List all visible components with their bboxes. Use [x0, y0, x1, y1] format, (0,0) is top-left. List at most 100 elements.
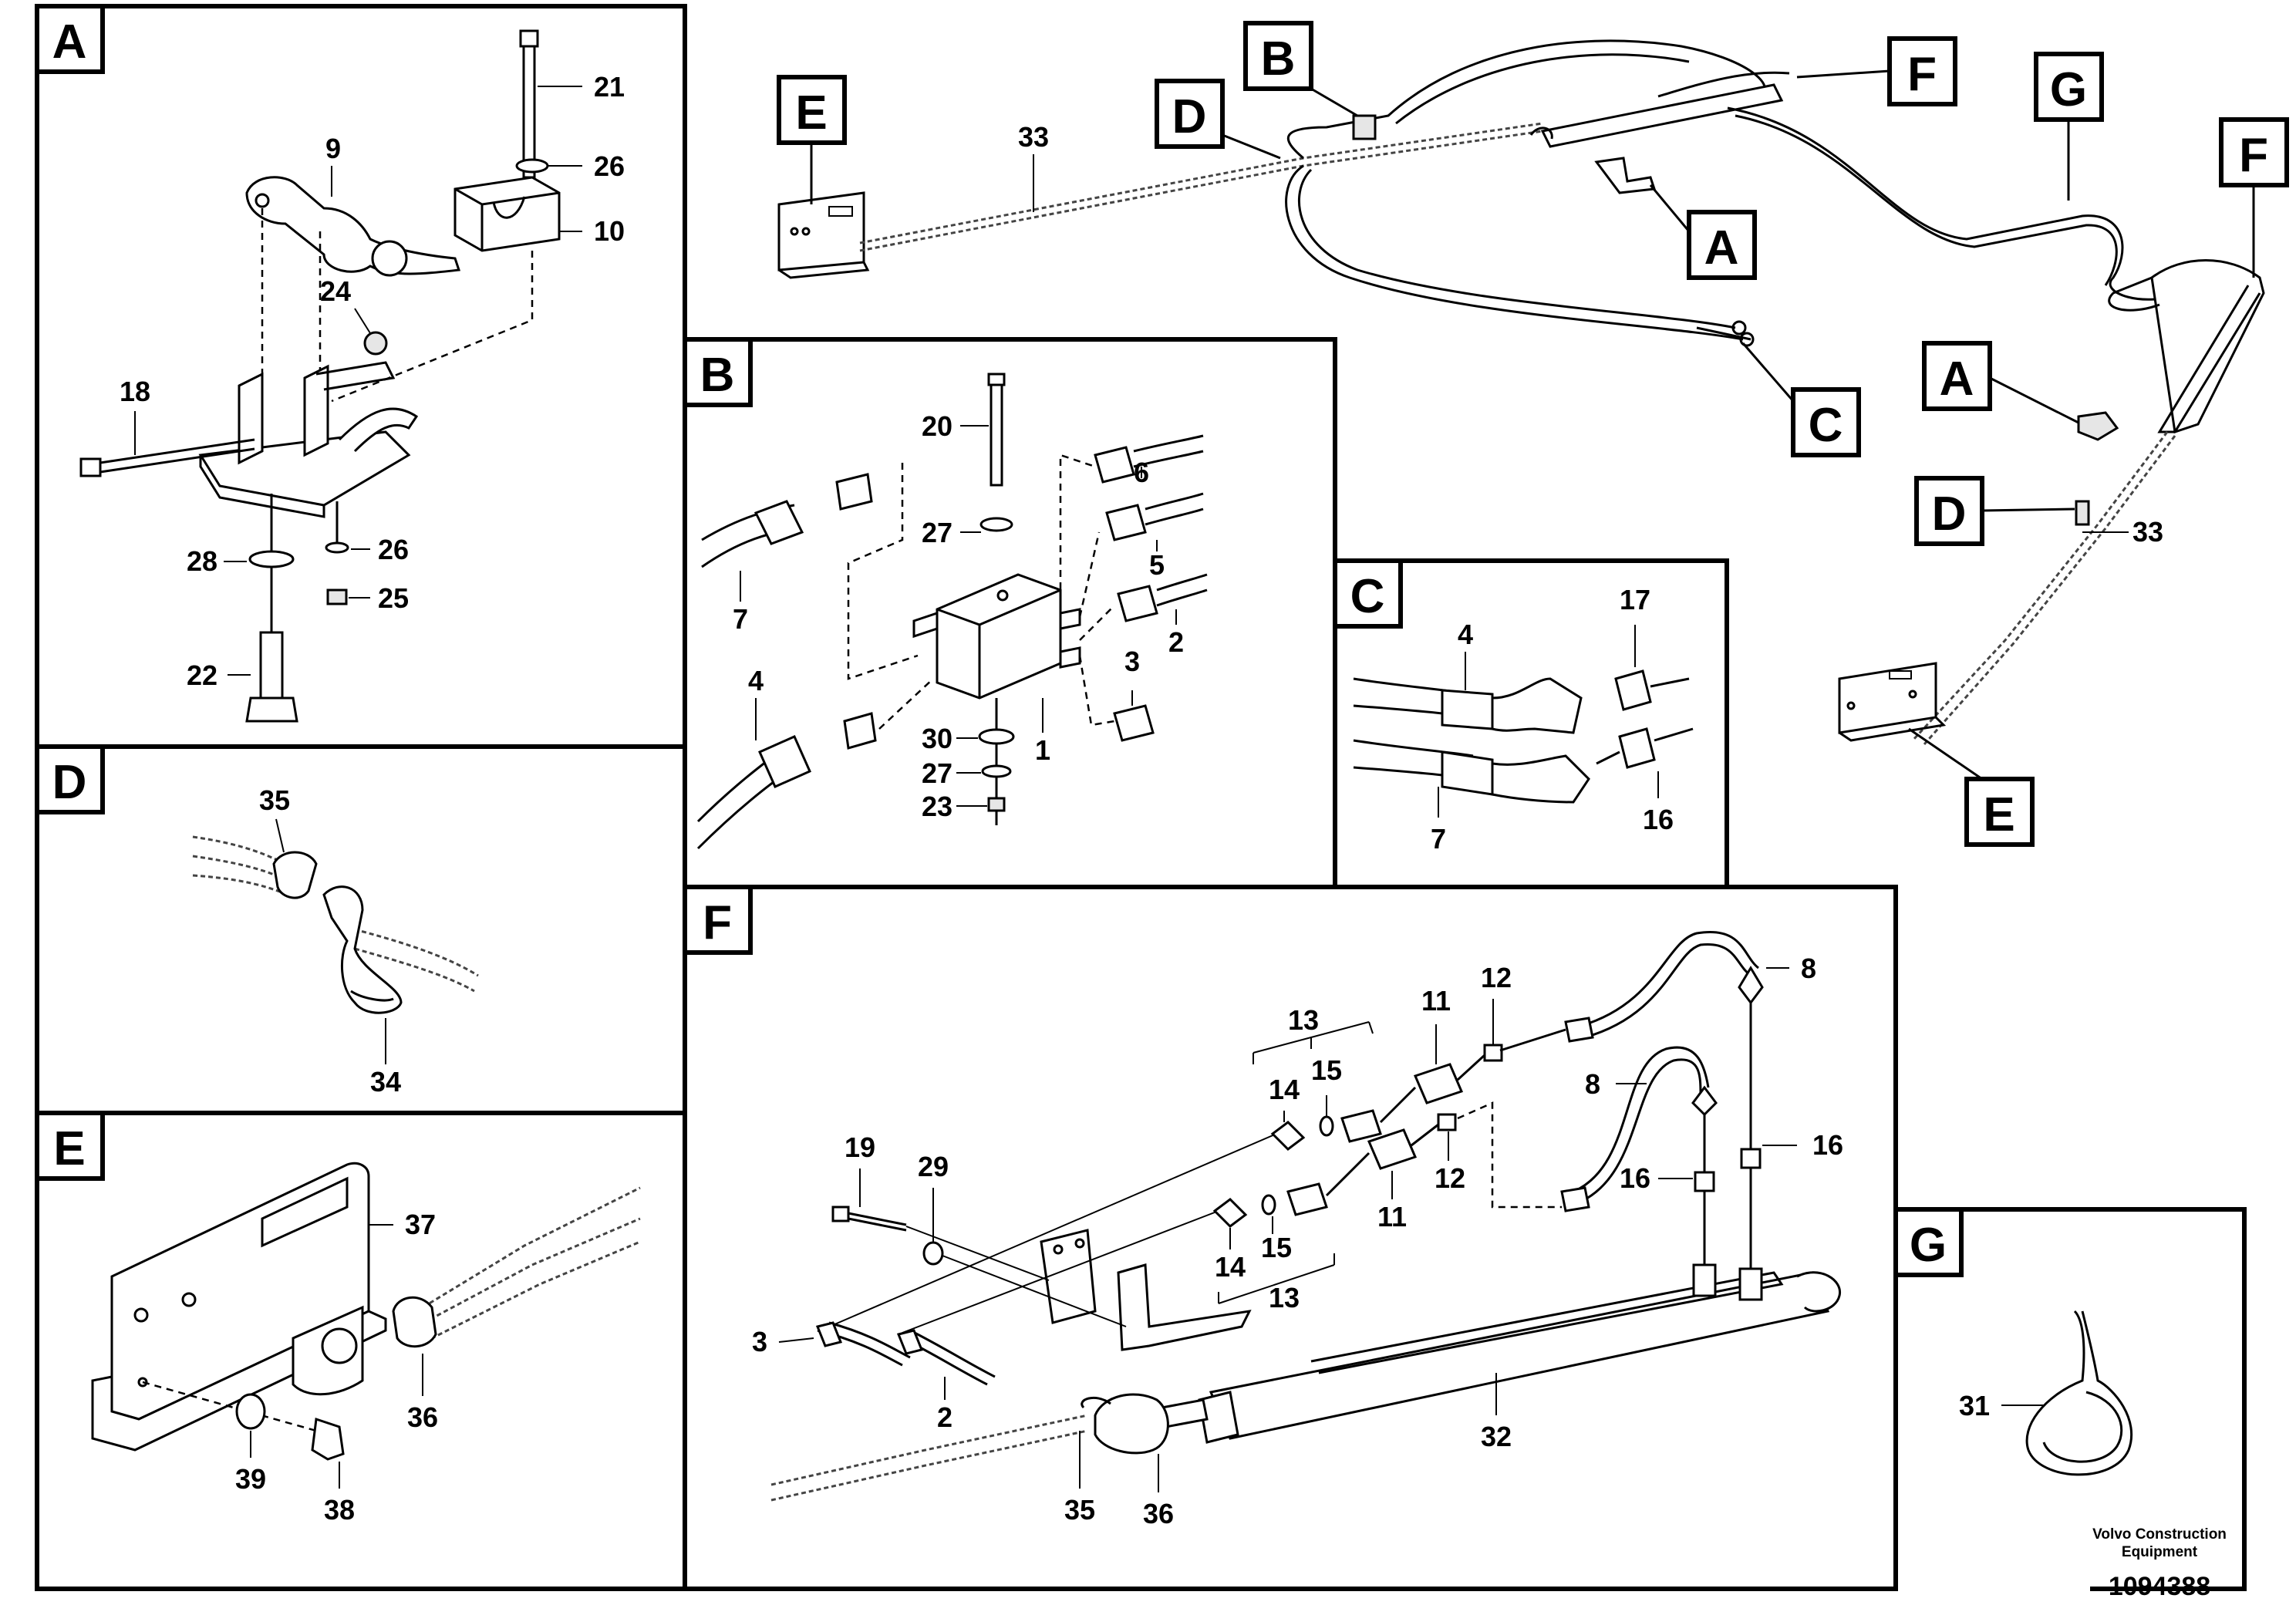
callout-a-26-top: 26 [594, 150, 625, 182]
overview-tag-a-right-text: A [1940, 352, 1974, 406]
panel-e-anchor-bracket: 37 36 39 38 [91, 1162, 641, 1526]
c-nut-7 [1491, 754, 1590, 804]
callout-f-12-lower: 12 [1435, 1162, 1465, 1194]
b-washer-27-bottom [981, 764, 1012, 778]
callout-b-2: 2 [1168, 626, 1184, 658]
f-cylinder-32 [1209, 1271, 1830, 1440]
callout-b-1: 1 [1035, 734, 1050, 766]
overview-tag-d-right-text: D [1932, 487, 1967, 541]
callout-b-5: 5 [1149, 549, 1165, 581]
callout-a-21: 21 [594, 71, 625, 103]
f-fitting-8-lower [1691, 1085, 1718, 1117]
c-adapter-17 [1614, 669, 1652, 711]
e-chain-3 [423, 1240, 641, 1344]
panel-g-cable-tie: 31 [1959, 1310, 2133, 1476]
b-fitting-4 [758, 735, 811, 788]
a-bolt-21-head [519, 29, 539, 48]
a-bolt-21-shank [522, 45, 536, 179]
e-chain-1 [416, 1186, 641, 1313]
callout-a-18: 18 [120, 376, 150, 407]
callout-f-11-lower: 11 [1377, 1201, 1407, 1233]
callout-f-16-left: 16 [1620, 1162, 1650, 1194]
panel-b-valve-block: 20 27 1 30 27 23 7 [696, 373, 1208, 850]
footer-brand-line1: Volvo Construction [2092, 1526, 2227, 1543]
b-bolt-20 [990, 383, 1003, 487]
f-hose-8-lower-b [1576, 1058, 1702, 1205]
callout-a-28: 28 [187, 545, 217, 577]
b-adapter-7 [835, 473, 873, 511]
a-bolt-22-head [245, 696, 298, 723]
a-bracket-clip [338, 407, 419, 453]
a-washer-28 [248, 550, 295, 568]
panel-b-letter: B [700, 349, 735, 402]
callout-f-12-upper: 12 [1481, 962, 1512, 993]
callout-f-2: 2 [937, 1401, 952, 1433]
overview-valve-block [1352, 114, 1377, 140]
callout-c-17: 17 [1620, 584, 1650, 615]
callout-c-4: 4 [1458, 619, 1473, 650]
panel-a-letter: A [52, 15, 87, 69]
overview-tags: E B D F G F A C A D E [777, 21, 2289, 847]
overview-chain-right-1 [1911, 431, 2169, 742]
b-fitting-6 [1094, 446, 1135, 484]
panel-g-frame [1896, 1207, 2247, 1591]
panel-c-letter-box [1333, 558, 1403, 629]
overview-hose-upper-1 [1287, 39, 1767, 160]
overview-tag-e-right-text: E [1983, 788, 2014, 841]
e-shackle-36 [392, 1296, 437, 1348]
a-nut-24 [363, 331, 388, 356]
f-coupling-13-upper [1340, 1109, 1382, 1143]
b-fitting-5 [1105, 504, 1147, 541]
overview-tag-e-left [777, 75, 847, 145]
callout-b-6: 6 [1134, 457, 1149, 488]
overview-chain-right-2 [1923, 435, 2176, 745]
f-seal-15-upper [1319, 1115, 1334, 1137]
d-shackle-35 [272, 851, 318, 899]
callout-f-15-lower: 15 [1261, 1232, 1292, 1263]
overview-tag-d-left [1155, 79, 1225, 149]
overview-tag-d-left-text: D [1172, 90, 1207, 143]
overview-shackle-upper [1529, 126, 1553, 140]
d-chain-right-2 [354, 947, 475, 993]
callout-b-27-top: 27 [922, 517, 952, 548]
overview-hose-lower-2 [1297, 168, 1736, 329]
f-hose-8-lower-a [1573, 1046, 1710, 1193]
callout-f-13-lower: 13 [1269, 1282, 1300, 1313]
a-bracket-ear-right [303, 364, 329, 457]
e-washer-39 [235, 1393, 266, 1430]
overview-tag-f-top-text: F [1907, 48, 1937, 101]
panel-letters: A D E B C F G [35, 4, 1964, 1277]
a-bolt-22-shank [259, 631, 284, 703]
f-chain-b [770, 1429, 1088, 1502]
b-nut-23 [987, 797, 1006, 812]
footer-brand-line2: Equipment [2122, 1544, 2198, 1560]
callout-f-32: 32 [1481, 1421, 1512, 1452]
e-bracket-slot [261, 1176, 349, 1248]
callout-f-3: 3 [752, 1326, 767, 1357]
callout-d-34: 34 [370, 1066, 401, 1098]
f-adapter-12-lower [1437, 1113, 1457, 1131]
callout-e-39: 39 [235, 1463, 266, 1495]
overview-shackle-right [2075, 500, 2090, 526]
f-chain-a [770, 1414, 1088, 1486]
callout-a-9: 9 [325, 133, 341, 164]
f-hose-8-upper-b [1584, 943, 1752, 1039]
f-hose-8-upper-a [1580, 930, 1759, 1027]
a-block-10 [453, 176, 561, 252]
overview-clamp-upper [1594, 157, 1657, 194]
overview-tag-a-right [1922, 341, 1992, 411]
callout-a-26-bottom: 26 [378, 534, 409, 565]
panel-d-frame [35, 744, 687, 1115]
f-bolt-19-head [831, 1206, 850, 1222]
f-adapter-16-right [1740, 1148, 1762, 1169]
overview-hose-lower-1 [1285, 164, 1744, 341]
panel-a-lever-assembly: 21 26 10 9 24 18 [79, 29, 625, 723]
callout-b-20: 20 [922, 410, 952, 442]
a-lever-9 [245, 176, 461, 275]
callout-e-38: 38 [324, 1494, 355, 1526]
overview-hose-right-2 [1735, 114, 2118, 286]
f-coupling-11-upper [1413, 1063, 1464, 1104]
footer: Volvo Construction Equipment 1094388 [2092, 1526, 2227, 1601]
overview-tag-c [1791, 387, 1861, 457]
